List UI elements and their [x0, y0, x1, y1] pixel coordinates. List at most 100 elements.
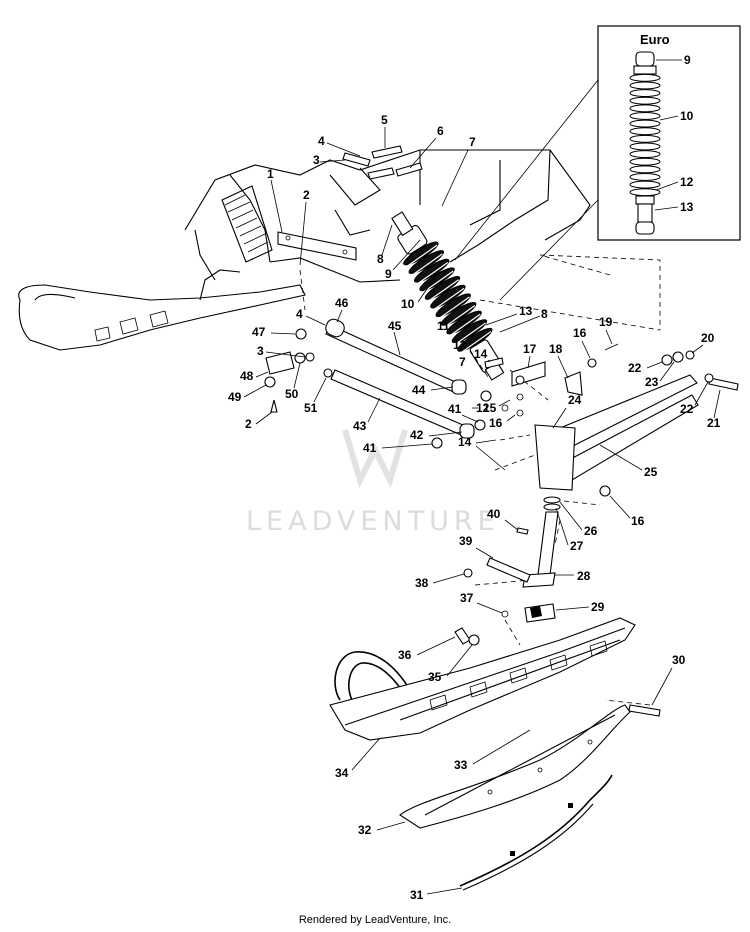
part-label-2: 2	[303, 188, 310, 202]
spring-coil	[629, 134, 661, 143]
part-label-13: 13	[519, 304, 533, 318]
part-label-49: 49	[228, 390, 242, 404]
spring-coil-gap	[428, 279, 459, 302]
spring-coil	[408, 250, 445, 274]
part-label-17: 17	[523, 342, 537, 356]
part-label-27: 27	[570, 539, 584, 553]
part-label-15: 15	[483, 401, 497, 415]
part-label-34: 34	[335, 766, 349, 780]
part-number-labels: 1 2 3 4 5 6 7 8 9 10 11 12 13 8 4 46 45 …	[228, 53, 721, 902]
part-label-10: 10	[401, 297, 415, 311]
part-label-37: 37	[460, 591, 474, 605]
part-label-3: 3	[313, 153, 320, 167]
part-label-43: 43	[353, 419, 367, 433]
part-label-32: 32	[358, 823, 372, 837]
spring-coil	[629, 111, 661, 120]
watermark: LEADVENTURE	[246, 429, 495, 537]
part-label-14-upper: 14	[474, 347, 488, 361]
radius-rods	[325, 318, 486, 439]
part-label-22-b: 22	[680, 402, 694, 416]
spring-coil	[403, 241, 439, 266]
spring-coil	[430, 284, 466, 309]
spring-coil-gap	[407, 244, 438, 267]
part-label-42: 42	[410, 428, 424, 442]
part-label-7: 7	[469, 135, 476, 149]
part-label-11: 11	[437, 319, 450, 333]
radius-rod-hardware	[264, 328, 492, 449]
spring-coil-gap	[423, 270, 454, 293]
part-label-41-a: 41	[448, 402, 462, 416]
part-label-24: 24	[568, 393, 582, 407]
part-label-3-lower: 3	[257, 344, 264, 358]
spring-coil	[629, 150, 661, 159]
part-label-36: 36	[398, 648, 412, 662]
part-label-38: 38	[415, 576, 429, 590]
euro-label-13: 13	[680, 200, 694, 214]
part-label-1: 1	[267, 167, 274, 181]
part-label-4-lower: 4	[296, 307, 303, 321]
spring-coil	[435, 293, 472, 318]
spring-coil	[629, 104, 661, 113]
spring-coil-gap	[417, 262, 449, 284]
part-label-28: 28	[577, 569, 591, 583]
spring-coil	[629, 165, 661, 174]
euro-inset-title: Euro	[640, 32, 670, 47]
mounting-plate	[277, 231, 357, 261]
spring-coil-gap	[450, 313, 481, 336]
spring-coil	[629, 180, 661, 189]
spring-coil	[629, 142, 661, 151]
part-label-35: 35	[428, 670, 442, 684]
part-label-12-main: 12	[453, 338, 467, 352]
spring-coil-gap	[434, 287, 465, 310]
shock-absorber	[391, 211, 505, 381]
spring-coil	[451, 319, 488, 344]
part-label-25: 25	[644, 465, 658, 479]
footer-credit: Rendered by LeadVenture, Inc.	[298, 914, 452, 926]
chassis-frame	[18, 149, 591, 351]
spring-coil	[629, 172, 661, 181]
spring-coil	[440, 301, 477, 326]
euro-label-12: 12	[680, 175, 694, 189]
spring-coil	[629, 157, 661, 166]
part-label-47: 47	[252, 325, 266, 339]
part-label-22-a: 22	[628, 361, 642, 375]
part-label-8-lower: 8	[541, 307, 548, 321]
ski	[329, 617, 661, 741]
part-label-40: 40	[487, 507, 501, 521]
part-label-2-lower: 2	[245, 417, 252, 431]
part-label-23: 23	[645, 375, 659, 389]
spring-coil	[424, 276, 461, 300]
part-label-21: 21	[707, 416, 721, 430]
part-label-16-a: 16	[573, 326, 587, 340]
part-label-45: 45	[388, 319, 402, 333]
skag-runner	[459, 774, 613, 891]
part-label-4: 4	[318, 134, 325, 148]
spring-coil	[629, 127, 661, 136]
part-label-48: 48	[240, 369, 254, 383]
spring-coil	[629, 89, 661, 98]
spring-coil	[629, 188, 661, 197]
ski-mount-block	[501, 603, 556, 623]
spring-coil	[629, 81, 661, 90]
part-label-8: 8	[377, 252, 384, 266]
spring-coil	[413, 258, 450, 283]
spring-coil	[446, 310, 482, 335]
steering-arm-hardware	[484, 343, 619, 417]
spring-coil	[419, 267, 455, 292]
part-label-9: 9	[385, 267, 392, 281]
part-label-14-lower: 14	[458, 435, 472, 449]
part-label-46: 46	[335, 296, 349, 310]
spring-coil	[629, 73, 661, 82]
spring-coil-gap	[455, 322, 486, 345]
part-label-7-lower: 7	[459, 355, 466, 369]
part-label-51: 51	[304, 401, 318, 415]
part-label-30: 30	[672, 653, 686, 667]
part-label-39: 39	[459, 534, 473, 548]
part-label-12-lower: 12	[476, 401, 490, 415]
spring-coil-gap	[461, 331, 492, 353]
spring-coil-gap	[412, 253, 443, 276]
part-label-16-c: 16	[631, 514, 645, 528]
part-label-6: 6	[437, 124, 444, 138]
part-label-31: 31	[410, 888, 424, 902]
part-label-29: 29	[591, 600, 605, 614]
